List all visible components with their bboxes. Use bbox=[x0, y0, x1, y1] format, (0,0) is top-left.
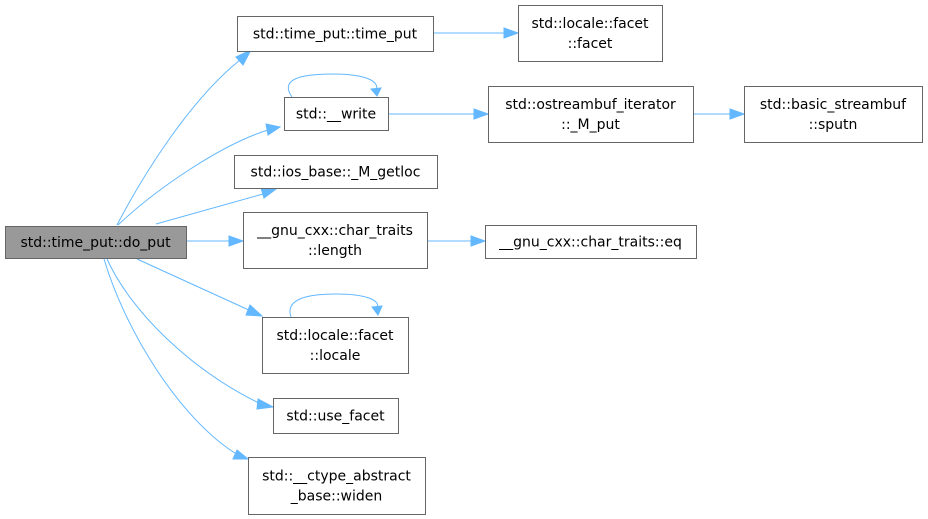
edge-line bbox=[287, 73, 378, 98]
node-box bbox=[248, 457, 426, 515]
node-box bbox=[243, 212, 428, 269]
node-box bbox=[485, 225, 697, 259]
arrowhead bbox=[470, 235, 487, 247]
edge-write-to-m-put bbox=[388, 108, 490, 120]
node-label-line: std::__write bbox=[296, 107, 376, 123]
arrowhead bbox=[371, 305, 383, 316]
arrowhead bbox=[369, 87, 382, 97]
edge-time-put-ctor-to-facet-ctor bbox=[433, 27, 520, 39]
edge-line bbox=[155, 193, 264, 225]
edge-line bbox=[289, 293, 379, 318]
edge-root-to-m-getloc bbox=[155, 187, 278, 225]
node-box bbox=[744, 86, 923, 143]
arrowhead bbox=[265, 123, 282, 136]
node-label-line: std::locale::facet bbox=[531, 16, 649, 32]
node-label-line: std::ios_base::_M_getloc bbox=[251, 165, 421, 181]
node-label-line: ::_M_put bbox=[561, 117, 620, 133]
edge-length-to-eq bbox=[427, 235, 487, 247]
edge-root-to-use-facet bbox=[106, 258, 275, 410]
edge-line bbox=[136, 258, 252, 312]
arrowhead bbox=[228, 235, 245, 247]
node-write[interactable]: std::__write bbox=[284, 97, 389, 131]
node-box bbox=[234, 155, 438, 189]
node-m-getloc[interactable]: std::ios_base::_M_getloc bbox=[234, 155, 438, 189]
edge-root-to-write bbox=[117, 123, 282, 226]
edge-root-to-time-put-ctor bbox=[116, 48, 253, 226]
node-sputn[interactable]: std::basic_streambuf::sputn bbox=[744, 86, 923, 143]
edge-line bbox=[103, 258, 239, 456]
arrowhead bbox=[260, 187, 278, 199]
node-label-line: std::time_put::do_put bbox=[20, 235, 171, 251]
edge-m-put-to-sputn bbox=[693, 108, 746, 120]
arrowhead bbox=[232, 449, 250, 460]
node-label-line: std::basic_streambuf bbox=[760, 97, 907, 113]
node-widen[interactable]: std::__ctype_abstract_base::widen bbox=[248, 457, 426, 515]
edge-write-to-write bbox=[287, 73, 382, 98]
edge-line bbox=[106, 258, 262, 405]
node-time-put-ctor[interactable]: std::time_put::time_put bbox=[237, 16, 434, 52]
arrowhead bbox=[503, 27, 520, 39]
edge-line bbox=[116, 59, 241, 226]
node-facet-ctor[interactable]: std::locale::facet::facet bbox=[518, 5, 663, 62]
nodes-layer: std::time_put::do_put std::time_put::time… bbox=[5, 5, 923, 515]
node-length[interactable]: __gnu_cxx::char_traits::length bbox=[243, 212, 428, 269]
arrowhead bbox=[256, 398, 275, 410]
edge-root-to-facet-locale bbox=[136, 258, 264, 317]
edge-line bbox=[117, 129, 269, 226]
node-label-line: ::facet bbox=[568, 36, 613, 52]
node-root[interactable]: std::time_put::do_put bbox=[5, 226, 187, 259]
edge-root-to-widen bbox=[103, 258, 250, 460]
node-label-line: __gnu_cxx::char_traits bbox=[256, 223, 413, 239]
node-use-facet[interactable]: std::use_facet bbox=[273, 398, 399, 434]
arrowhead bbox=[245, 304, 264, 317]
arrowhead bbox=[473, 108, 490, 120]
node-label-line: std::__ctype_abstract bbox=[262, 469, 411, 485]
node-label-line: ::sputn bbox=[809, 117, 858, 133]
node-label-line: __gnu_cxx::char_traits::eq bbox=[498, 235, 682, 251]
node-label-line: std::use_facet bbox=[286, 409, 385, 425]
node-box bbox=[237, 16, 434, 52]
node-label-line: ::length bbox=[308, 243, 362, 259]
node-label-line: _base::widen bbox=[290, 489, 383, 505]
node-label-line: std::ostreambuf_iterator bbox=[505, 97, 676, 113]
node-box bbox=[273, 398, 399, 434]
node-box bbox=[488, 86, 694, 143]
node-box bbox=[5, 226, 187, 259]
edge-facet-locale-to-facet-locale bbox=[289, 293, 383, 318]
arrowhead bbox=[235, 48, 253, 66]
arrowhead bbox=[729, 108, 746, 120]
node-m-put[interactable]: std::ostreambuf_iterator::_M_put bbox=[488, 86, 694, 143]
edge-root-to-length bbox=[186, 235, 245, 247]
node-facet-locale[interactable]: std::locale::facet::locale bbox=[262, 317, 409, 374]
edges-layer bbox=[103, 27, 746, 460]
node-box bbox=[518, 5, 663, 62]
node-eq[interactable]: __gnu_cxx::char_traits::eq bbox=[485, 225, 697, 259]
node-label-line: std::time_put::time_put bbox=[253, 27, 418, 43]
node-box bbox=[262, 317, 409, 374]
node-label-line: std::locale::facet bbox=[276, 328, 394, 344]
node-label-line: ::locale bbox=[310, 348, 361, 364]
node-box bbox=[284, 97, 389, 131]
